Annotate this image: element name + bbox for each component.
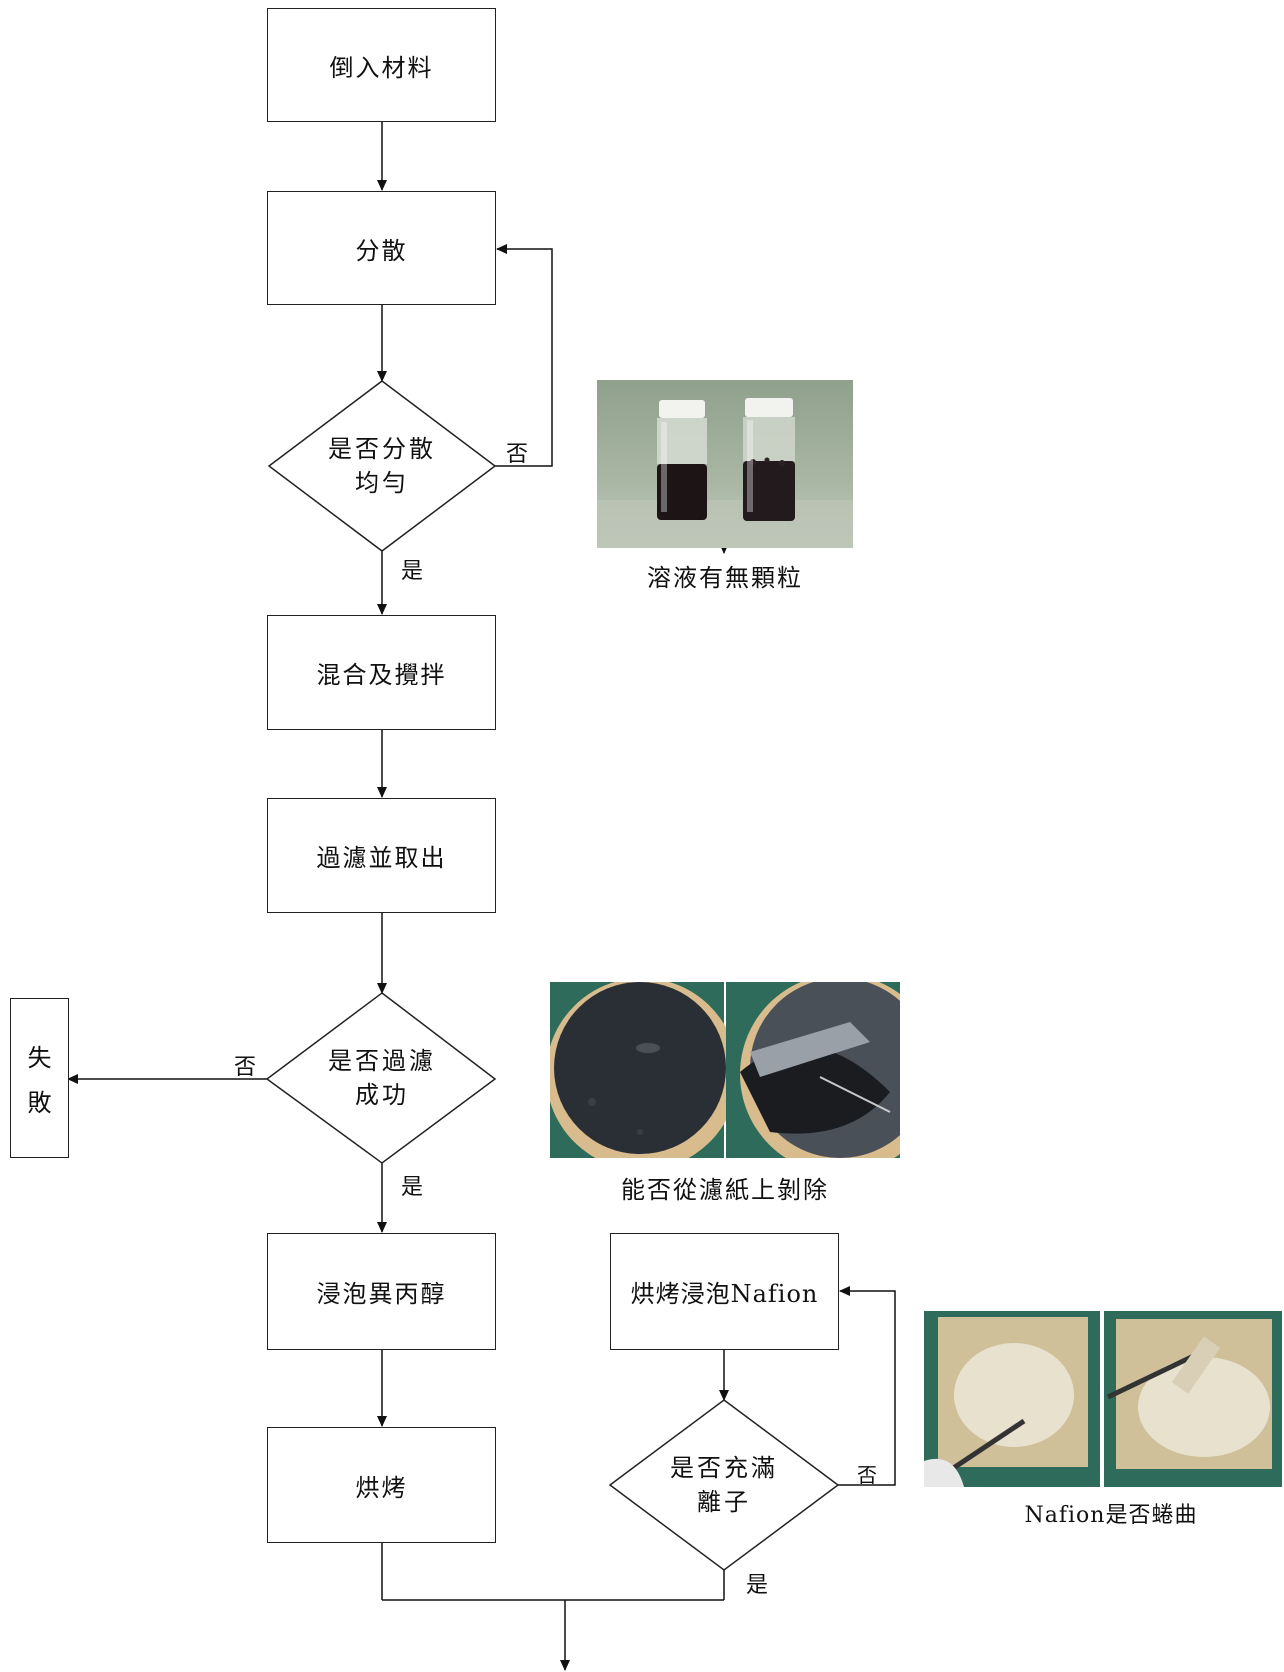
edge-label-no-3: 否 — [857, 1459, 877, 1488]
step-filter-remove: 過濾並取出 — [267, 798, 496, 913]
step-mix-stir: 混合及攪拌 — [267, 615, 496, 730]
decision-ions-filled: 是否充滿 離子 — [634, 1451, 814, 1519]
step-pour-materials: 倒入材料 — [267, 8, 496, 122]
decision-line-2: 離子 — [634, 1485, 814, 1519]
step-soak-ipa: 浸泡異丙醇 — [267, 1233, 496, 1350]
decision-dispersed-uniformly: 是否分散 均勻 — [292, 432, 472, 500]
caption-peel-from-filter: 能否從濾紙上剝除 — [550, 1170, 900, 1205]
caption-solution-particles: 溶液有無顆粒 — [597, 558, 853, 593]
decision-line-2: 成功 — [292, 1078, 472, 1112]
arrow-decision1-no-loop — [495, 249, 552, 466]
decision-line-1: 是否過濾 — [292, 1044, 472, 1078]
decision-filter-success: 是否過濾 成功 — [292, 1044, 472, 1112]
fail-char-1: 失 — [28, 1038, 52, 1073]
photo-nafion-sheets — [924, 1311, 1282, 1487]
photo-filter-paper — [550, 982, 900, 1158]
vials-image — [597, 380, 853, 548]
edge-label-no-2: 否 — [234, 1049, 256, 1081]
decision-line-1: 是否充滿 — [634, 1451, 814, 1485]
caption-nafion-curl: Nafion是否蜷曲 — [1006, 1497, 1216, 1529]
photo-solution-vials — [597, 380, 853, 548]
edge-label-yes-2: 是 — [401, 1169, 423, 1201]
step-disperse: 分散 — [267, 191, 496, 305]
step-bake-soak-nafion: 烘烤浸泡Nafion — [610, 1233, 839, 1350]
edge-label-no-1: 否 — [506, 436, 528, 468]
edge-label-yes-1: 是 — [401, 553, 423, 585]
fail-char-2: 敗 — [28, 1083, 52, 1118]
filter-paper-image — [550, 982, 900, 1158]
decision-line-2: 均勻 — [292, 466, 472, 500]
step-bake: 烘烤 — [267, 1427, 496, 1543]
edge-label-yes-3: 是 — [746, 1567, 768, 1599]
arrow-decision3-no-loop — [838, 1291, 895, 1485]
step-fail: 失 敗 — [10, 998, 69, 1158]
nafion-image — [924, 1311, 1282, 1487]
decision-line-1: 是否分散 — [292, 432, 472, 466]
